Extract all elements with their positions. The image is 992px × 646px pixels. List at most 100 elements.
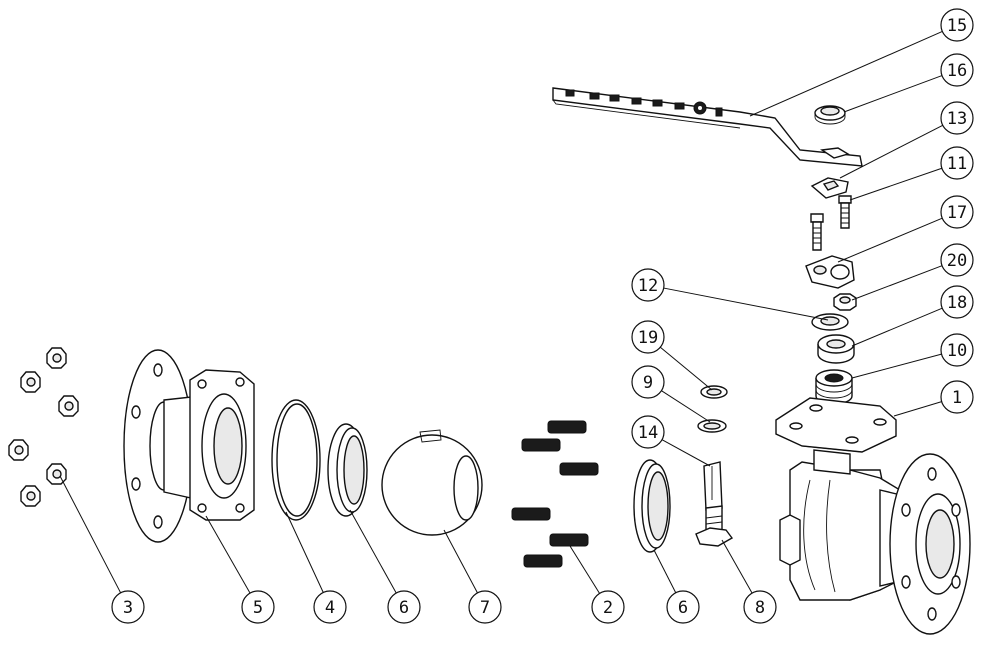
callout-label: 18	[947, 293, 967, 313]
callout-circle	[631, 320, 665, 354]
callout-18: 18	[851, 285, 974, 347]
callout-label: 10	[947, 341, 967, 361]
valve-stem	[695, 461, 734, 547]
callout-circle	[940, 380, 974, 414]
callout-label: 19	[638, 328, 658, 348]
callout-leader-line	[851, 307, 943, 347]
callout-label: 12	[638, 276, 658, 296]
callout-circle	[666, 590, 700, 624]
handle-logo-marks	[565, 89, 723, 117]
callout-label: 11	[947, 154, 967, 174]
callout-label: 9	[643, 373, 653, 393]
callout-6: 6	[653, 549, 700, 624]
callout-leader-line	[660, 346, 713, 391]
callout-20: 20	[851, 243, 974, 301]
callout-label: 3	[123, 598, 133, 618]
lock-plate	[810, 177, 849, 199]
callout-leader-line	[205, 515, 251, 594]
stem-seal-9	[697, 419, 727, 433]
callout-3: 3	[59, 475, 145, 624]
callout-leader-line	[851, 353, 942, 379]
callout-circle	[940, 243, 974, 277]
callout-leader-line	[661, 390, 711, 423]
thrust-washer-19	[700, 385, 728, 399]
callout-15: 15	[749, 8, 974, 117]
callout-4: 4	[285, 511, 347, 624]
stem-nut	[833, 293, 857, 311]
callout-label: 16	[947, 61, 967, 81]
callout-leader-line	[893, 401, 942, 417]
callout-circle	[631, 415, 665, 449]
callout-16: 16	[843, 53, 974, 113]
callout-2: 2	[569, 545, 625, 624]
callout-leader-line	[839, 124, 943, 179]
callout-label: 1	[952, 388, 962, 408]
callout-label: 7	[480, 598, 490, 618]
callout-circle	[940, 285, 974, 319]
callout-label: 17	[947, 203, 967, 223]
end-cap	[123, 349, 255, 543]
seat-left	[327, 423, 368, 517]
callout-1: 1	[893, 380, 974, 417]
callout-circle	[387, 590, 421, 624]
callout-leader-line	[837, 217, 943, 263]
callout-12: 12	[631, 268, 829, 321]
callout-circle	[313, 590, 347, 624]
callout-17: 17	[837, 195, 974, 263]
callout-label: 2	[603, 598, 613, 618]
callout-label: 5	[253, 598, 263, 618]
callout-leader-line	[569, 545, 600, 594]
callout-label: 6	[399, 598, 409, 618]
callout-circle	[631, 365, 665, 399]
callout-circle	[940, 333, 974, 367]
gasket	[271, 399, 321, 521]
callout-leader-line	[663, 287, 829, 321]
studs	[511, 420, 599, 568]
callout-leader-line	[285, 511, 324, 593]
gland	[817, 334, 855, 364]
callout-14: 14	[631, 415, 711, 467]
callout-label: 6	[678, 598, 688, 618]
callout-11: 11	[849, 146, 974, 201]
callout-circle	[631, 268, 665, 302]
callout-circle	[940, 101, 974, 135]
callout-leader-line	[843, 75, 943, 113]
callout-leader-line	[851, 265, 943, 301]
callout-10: 10	[851, 333, 974, 379]
ball	[381, 429, 483, 536]
callout-circle	[241, 590, 275, 624]
valve-body	[775, 397, 971, 635]
callout-label: 14	[638, 423, 658, 443]
callout-label: 13	[947, 109, 967, 129]
callout-leader-line	[443, 529, 478, 594]
callout-5: 5	[205, 515, 275, 624]
callout-label: 8	[755, 598, 765, 618]
callout-6: 6	[349, 509, 421, 624]
callout-circle	[940, 146, 974, 180]
callout-leader-line	[349, 509, 397, 594]
callout-circle	[940, 195, 974, 229]
hex-nuts	[8, 347, 79, 507]
callout-9: 9	[631, 365, 711, 423]
callout-leader-line	[849, 167, 943, 201]
callout-circle	[940, 53, 974, 87]
callout-circle	[743, 590, 777, 624]
callout-label: 15	[947, 16, 967, 36]
callout-leader-line	[59, 475, 122, 594]
callout-leader-line	[661, 439, 711, 467]
stop-bracket	[805, 255, 855, 289]
callout-leader-line	[749, 30, 943, 117]
callout-13: 13	[839, 101, 974, 179]
callout-leader-line	[653, 549, 677, 593]
callout-leader-line	[721, 539, 753, 594]
handle-lever	[552, 87, 863, 167]
callout-7: 7	[443, 529, 502, 624]
lock-washer	[811, 313, 849, 331]
callout-label: 4	[325, 598, 335, 618]
callout-circle	[468, 590, 502, 624]
seat-right	[633, 459, 671, 553]
callout-circle	[940, 8, 974, 42]
callout-circle	[111, 590, 145, 624]
